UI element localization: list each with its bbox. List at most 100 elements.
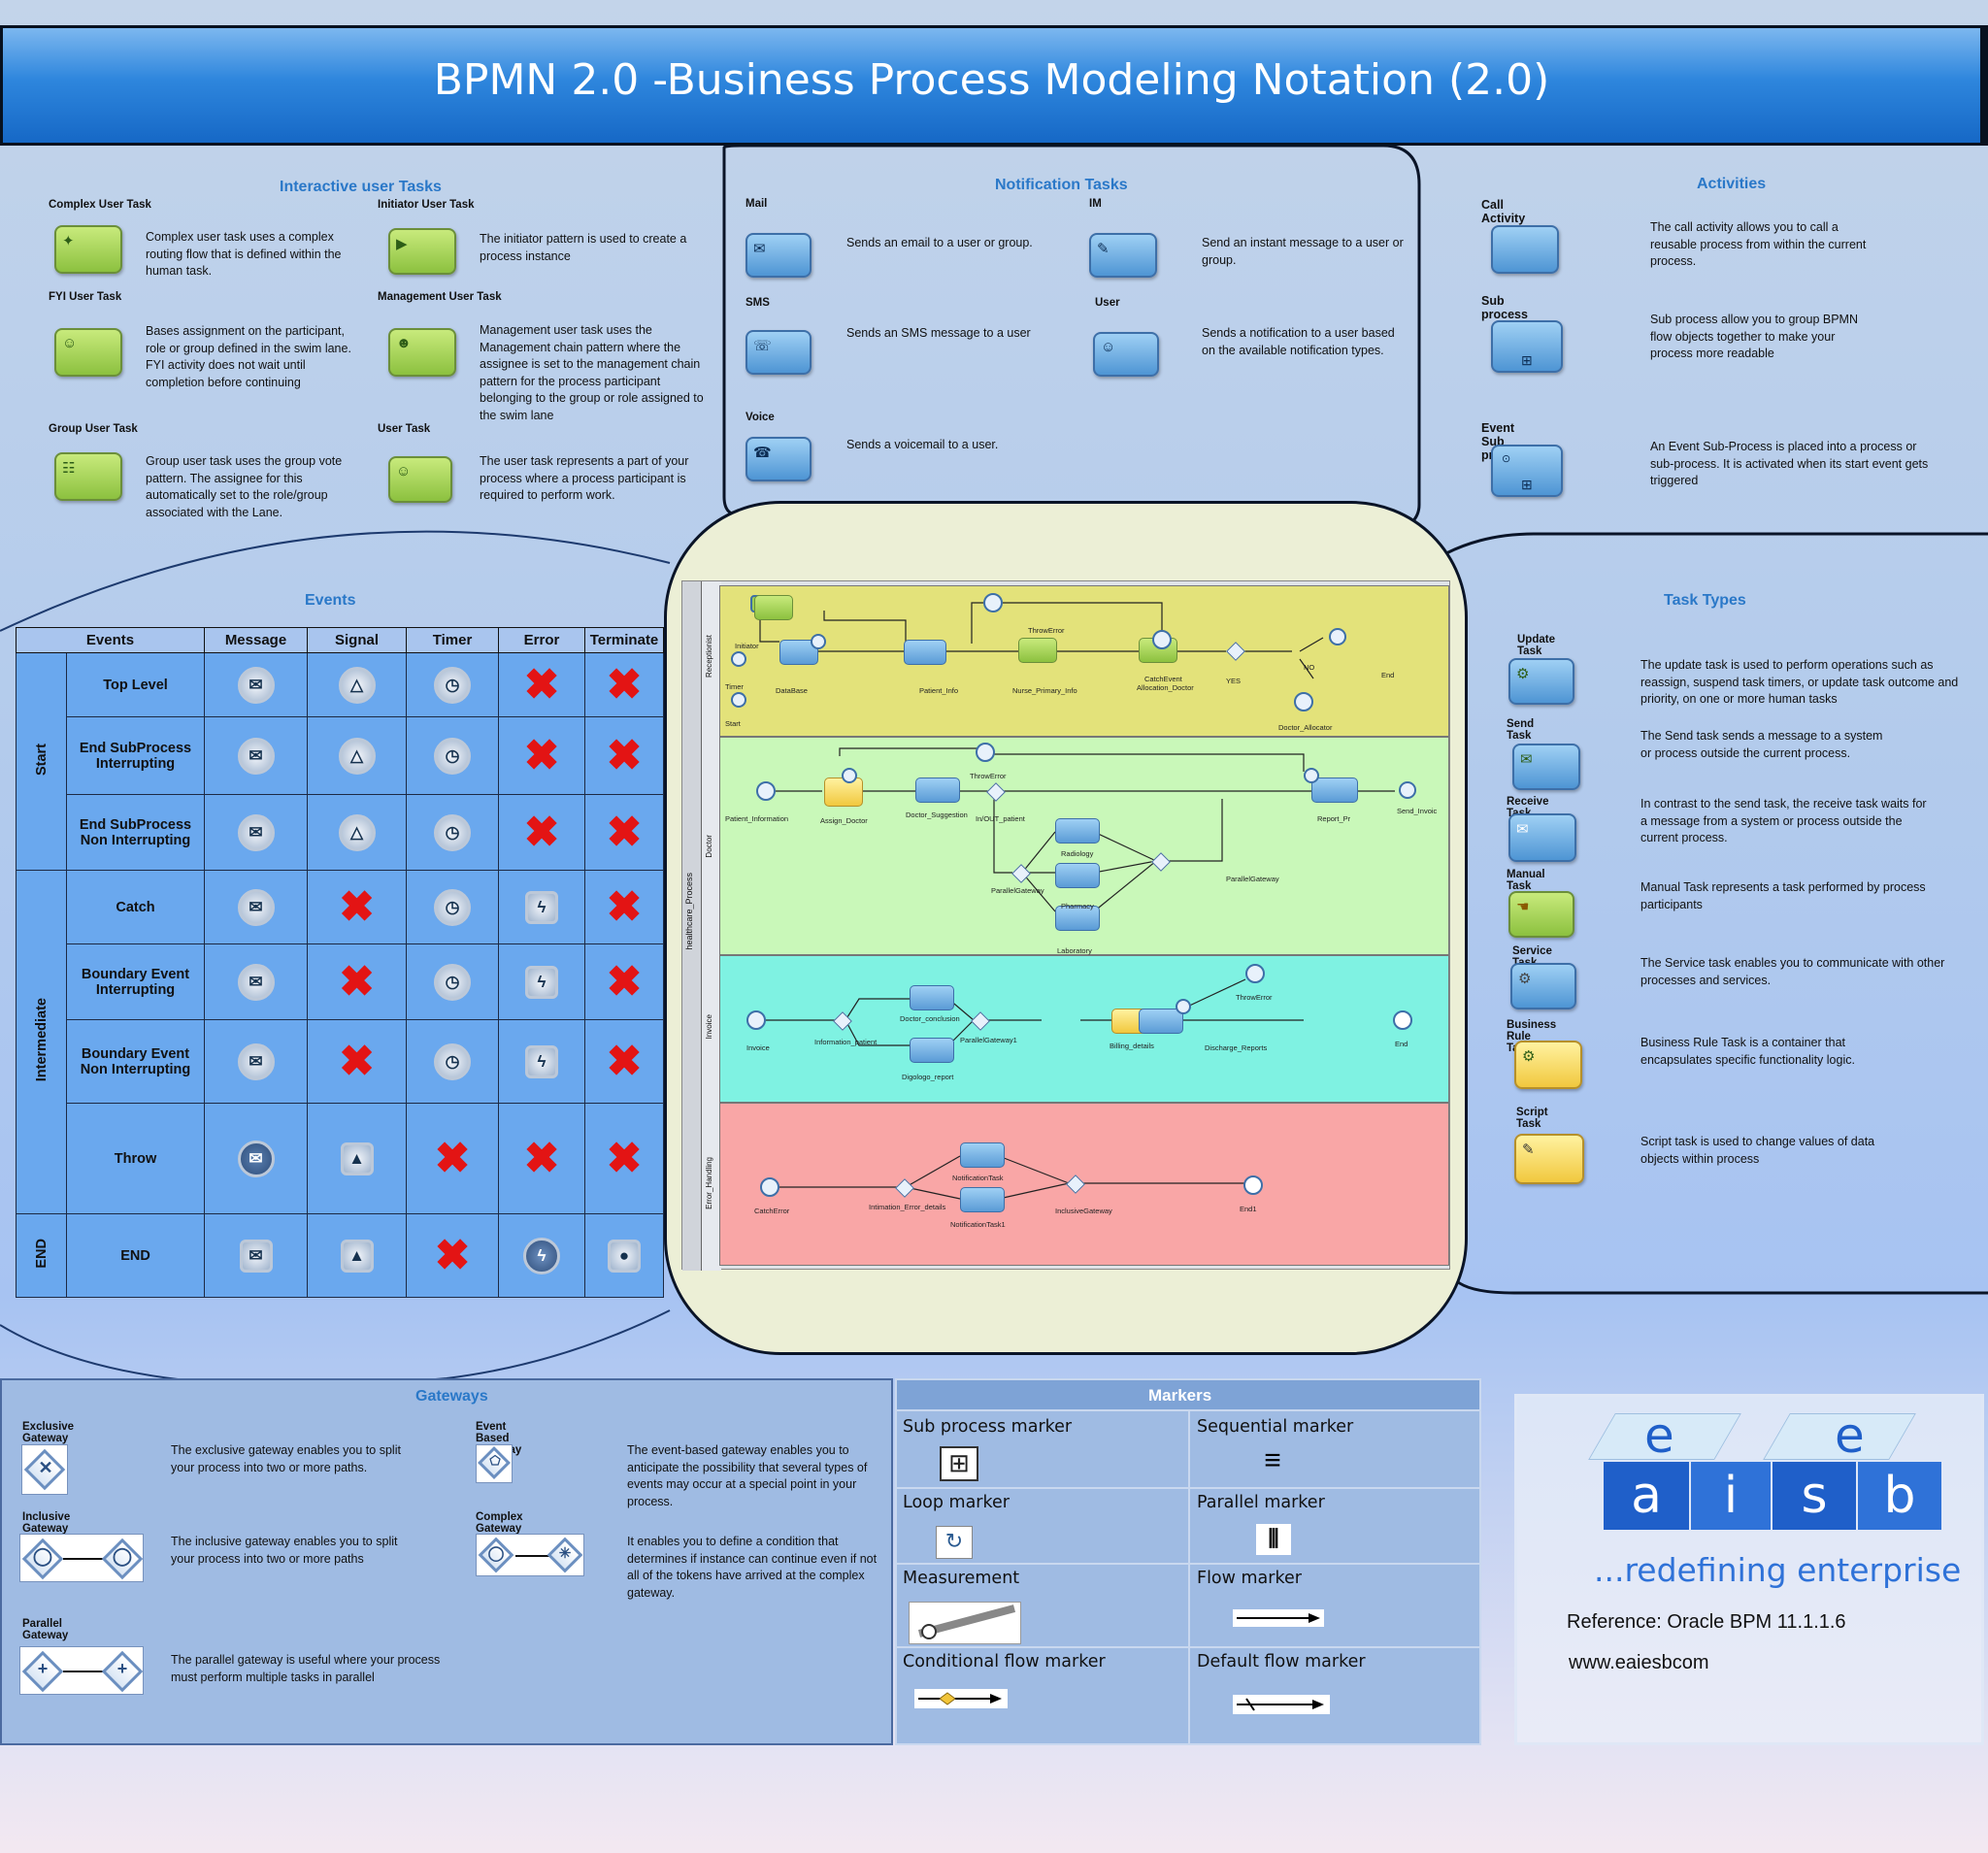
message-end-icon: ✉ [239,1239,273,1273]
inclusive-gateway-icon: ◯ ◯ [19,1534,144,1582]
sub-process-icon: ⊞ [1491,320,1563,373]
message-icon: ✉ [237,888,275,926]
update-task-icon: ⚙ [1508,658,1574,705]
marker-label: Sequential marker [1197,1417,1354,1437]
throw-error-event [976,743,995,762]
initiator-user-task-icon: ▶ [388,228,456,275]
laboratory-task [1055,906,1100,931]
boundary-event [1304,768,1319,783]
diagram-label: CatchEvent [1144,675,1182,683]
diagram-label: Assign_Doctor [820,816,868,825]
activity-desc: An Event Sub-Process is placed into a pr… [1650,440,1929,487]
task-label: User Task [378,423,431,435]
not-applicable-icon: ✖ [606,731,643,779]
diagram-label: End [1395,1040,1408,1048]
diagram-label: Radiology [1061,849,1094,858]
logo-letter: b [1858,1462,1941,1530]
timer-icon: ◷ [434,813,471,851]
task-label: Voice [746,412,775,423]
terminate-end-icon: ● [608,1239,641,1273]
event-row-label: Boundary Event Non Interrupting [66,1019,205,1104]
task-desc: Sends an SMS message to a user [846,326,1031,340]
notification-task [960,1142,1005,1168]
manual-task-icon: ☚ [1508,891,1574,938]
diagram-label: End [1381,671,1395,679]
task-label: Initiator User Task [378,199,475,211]
task-type-desc: The Service task enables you to communic… [1640,956,1945,987]
message-throw-icon: ✉ [237,1140,275,1177]
diagram-label: YES [1226,677,1242,685]
loop-marker-icon: ↻ [936,1526,973,1559]
event-row-label: Top Level [66,652,205,717]
marker-label: Loop marker [903,1493,1010,1512]
end-event [1393,1010,1412,1030]
diagram-label: ThrowError [1028,626,1065,635]
task-desc: Bases assignment on the participant, rol… [146,324,351,389]
marker-label: Conditional flow marker [903,1652,1106,1671]
lane-header-band [702,581,721,1271]
pool-band: healthcare_Process [682,581,702,1271]
signal-end-icon: ▲ [340,1239,374,1273]
diagram-label: Timer [725,682,744,691]
parallel-marker-icon: ⦀ [1256,1524,1291,1555]
complex-gateway-icon: ◯ ✳ [476,1534,584,1576]
notification-tasks-title: Notification Tasks [995,177,1128,193]
events-table: Events Message Signal Timer Error Termin… [16,627,664,1298]
diagram-label: Initiator [735,642,759,650]
task-desc: Sends a notification to a user based on … [1202,326,1395,357]
marker-label: Parallel marker [1197,1493,1325,1512]
activity-label: Sub process [1481,294,1528,321]
markers-panel [895,1378,1481,1745]
start-event [731,692,746,708]
logo-letter: e [1644,1407,1674,1464]
task-type-desc: Manual Task represents a task performed … [1640,880,1926,911]
doctor-conclusion-task [910,985,954,1010]
diagram-label: ThrowError [1236,993,1273,1002]
events-title: Events [305,592,356,609]
radiology-task [1055,818,1100,844]
task-desc: Group user task uses the group vote patt… [146,454,343,519]
management-user-task-icon: ☻ [388,328,456,377]
group-intermediate: Intermediate [16,870,67,1214]
voice-icon: ☎ [746,437,812,481]
terminate-header: Terminate [584,627,664,653]
not-applicable-icon: ✖ [523,808,560,856]
send-invoice-event [1399,781,1416,799]
discharge-reports-task [1139,1009,1183,1034]
event-row-label: Throw [66,1103,205,1214]
diagram-label: Digologo_report [902,1073,954,1081]
events-header: Events [16,627,205,653]
group-user-task-icon: ☷ [54,452,122,501]
patient-info-task [904,640,946,665]
gateway-desc: The inclusive gateway enables you to spl… [171,1535,398,1566]
database-task [779,640,818,665]
gateways-title: Gateways [415,1388,488,1405]
event-row-label: Catch [66,870,205,944]
not-applicable-icon: ✖ [523,1134,560,1182]
error-icon: ϟ [525,1044,558,1078]
activities-title: Activities [1697,176,1767,192]
receive-task-icon: ✉ [1508,813,1576,862]
website-link[interactable]: www.eaiesbcom [1569,1652,1709,1673]
gateway-desc: The event-based gateway enables you to a… [627,1443,868,1508]
task-type-label: Send Task [1507,718,1535,742]
diagram-label: Intimation_Error_details [869,1203,946,1211]
notification-task-1 [960,1187,1005,1212]
timer-icon: ◷ [434,888,471,926]
gateways-panel [0,1378,893,1745]
task-desc: Sends a voicemail to a user. [846,438,999,451]
marker-label: Flow marker [1197,1569,1302,1588]
task-type-desc: In contrast to the send task, the receiv… [1640,797,1927,844]
not-applicable-icon: ✖ [339,882,375,931]
task-type-desc: The update task is used to perform opera… [1640,658,1959,706]
doctor-suggestion-task [915,778,960,803]
sequential-marker-icon: ≡ [1264,1444,1281,1476]
diagram-label: Invoice [746,1043,770,1052]
task-label: FYI User Task [49,291,122,303]
task-desc: Send an instant message to a user or gro… [1202,236,1404,267]
pharmacy-task [1055,863,1100,888]
measurement-icon [909,1602,1021,1644]
not-applicable-icon: ✖ [606,1134,643,1182]
activity-desc: The call activity allows you to call a r… [1650,220,1867,268]
diagram-label: End1 [1240,1205,1257,1213]
